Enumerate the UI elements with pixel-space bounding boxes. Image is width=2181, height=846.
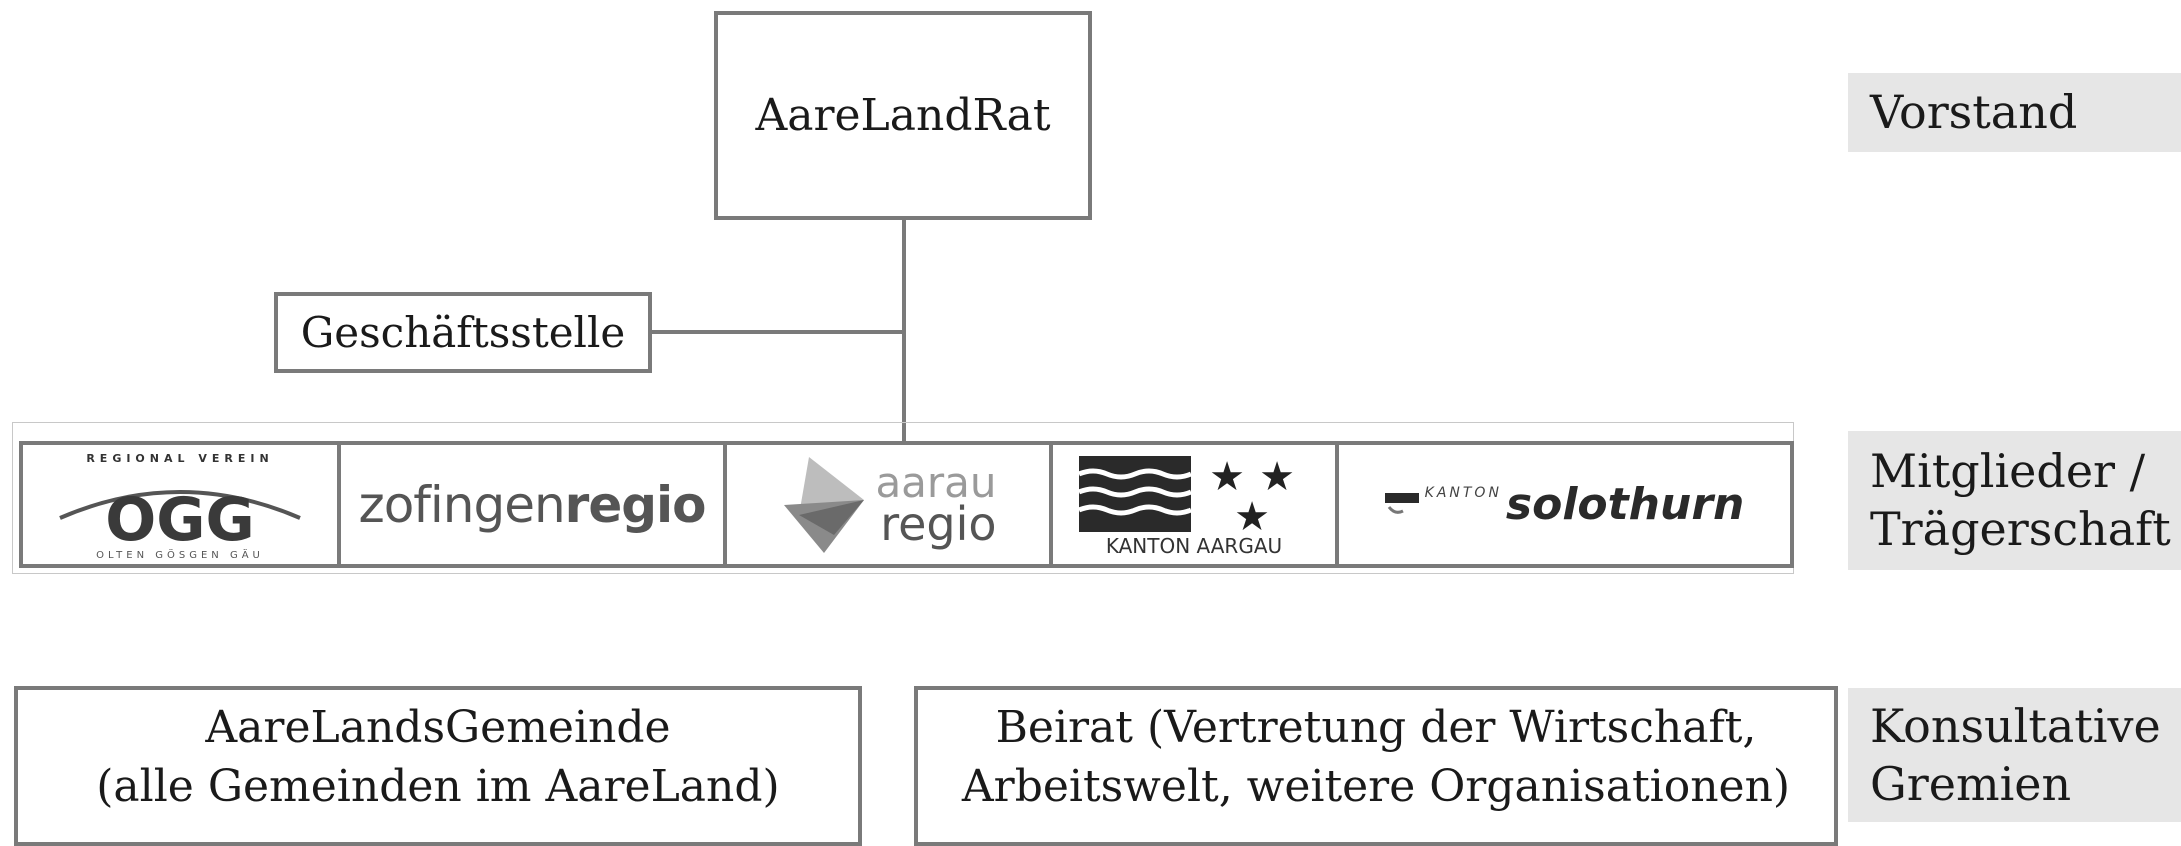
beirat-box: Beirat (Vertretung der Wirtschaft, Arbei… xyxy=(914,686,1838,846)
geschaeftsstelle-label: Geschäftsstelle xyxy=(300,308,626,357)
vorstand-text: Vorstand xyxy=(1870,84,2078,139)
logo-kanton-aargau: ★ ★ ★ KANTON AARGAU xyxy=(1053,445,1339,564)
logo-kanton-solothurn: KANTON solothurn xyxy=(1339,445,1790,564)
aarelandsgemeinde-box: AareLandsGemeinde (alle Gemeinden im Aar… xyxy=(14,686,862,846)
mitglieder-line2: Trägerschaft xyxy=(1870,501,2171,556)
zofingen-text: zofingen xyxy=(358,475,565,534)
svg-text:★: ★ xyxy=(1259,454,1295,500)
label-konsultative: Konsultative Gremien xyxy=(1848,688,2181,822)
beirat-line2: Arbeitswelt, weitere Organisationen) xyxy=(961,761,1791,813)
aarelandrat-box: AareLandRat xyxy=(714,11,1092,220)
aarau-text: aarau xyxy=(875,457,997,507)
beirat-line1: Beirat (Vertretung der Wirtschaft, xyxy=(995,702,1757,753)
connector-horizontal-office xyxy=(650,330,904,334)
svg-text:OLTEN GÖSGEN GÄU: OLTEN GÖSGEN GÄU xyxy=(96,548,264,561)
solothurn-text: solothurn xyxy=(1505,479,1745,530)
svg-text:★: ★ xyxy=(1209,454,1245,500)
label-vorstand: Vorstand xyxy=(1848,73,2181,152)
regio-text: regio xyxy=(564,475,707,534)
aarelandrat-label: AareLandRat xyxy=(755,90,1051,141)
solothurn-flag-icon xyxy=(1384,492,1419,514)
svg-text:REGIONAL VEREIN: REGIONAL VEREIN xyxy=(86,452,273,465)
logo-ogg: REGIONAL VEREIN OGG OLTEN GÖSGEN GÄU xyxy=(23,445,341,564)
regio-text: regio xyxy=(880,496,997,551)
svg-text:★: ★ xyxy=(1234,494,1270,534)
svg-text:OGG: OGG xyxy=(105,485,255,555)
aargau-text: KANTON AARGAU xyxy=(1105,533,1283,558)
gemeinde-line2: (alle Gemeinden im AareLand) xyxy=(96,761,780,813)
konsultative-line2: Gremien xyxy=(1870,756,2072,811)
gemeinde-line1: AareLandsGemeinde xyxy=(205,702,671,753)
konsultative-line1: Konsultative xyxy=(1870,699,2161,753)
logo-aarauregio: aarau regio xyxy=(727,445,1053,564)
geschaeftsstelle-box: Geschäftsstelle xyxy=(274,292,652,373)
label-mitglieder: Mitglieder / Trägerschaft xyxy=(1848,431,2181,570)
mitglieder-line1: Mitglieder / xyxy=(1870,444,2146,498)
logo-zofingenregio: zofingenregio xyxy=(341,445,727,564)
aargau-coat-of-arms-icon: ★ ★ ★ xyxy=(1079,454,1295,534)
solothurn-kanton-small-text: KANTON xyxy=(1424,485,1502,501)
connector-vertical xyxy=(902,219,906,443)
member-logo-strip: REGIONAL VEREIN OGG OLTEN GÖSGEN GÄU zof… xyxy=(19,441,1794,568)
aarauregio-shape-icon xyxy=(784,456,865,553)
ogg-logo-icon: REGIONAL VEREIN OGG OLTEN GÖSGEN GÄU xyxy=(59,452,301,561)
